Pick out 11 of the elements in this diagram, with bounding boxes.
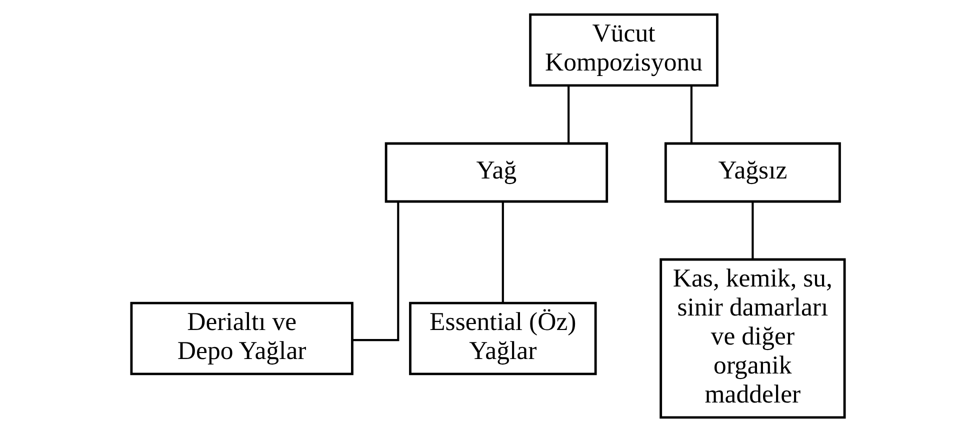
connector	[752, 202, 754, 260]
node-box: Derialtı ve Depo Yağlar	[130, 302, 354, 376]
node-box: Essential (Öz) Yağlar	[409, 302, 597, 376]
node-box: Yağ	[384, 142, 608, 203]
node-box: Kas, kemik, su, sinir damarları ve diğer organik maddeler	[660, 258, 846, 419]
node-box: Vücut Kompozisyonu	[529, 13, 718, 87]
connector	[352, 202, 400, 342]
connector	[568, 86, 570, 143]
connector	[690, 86, 692, 143]
node-box: Yağsız	[664, 142, 841, 203]
connector	[502, 202, 504, 303]
